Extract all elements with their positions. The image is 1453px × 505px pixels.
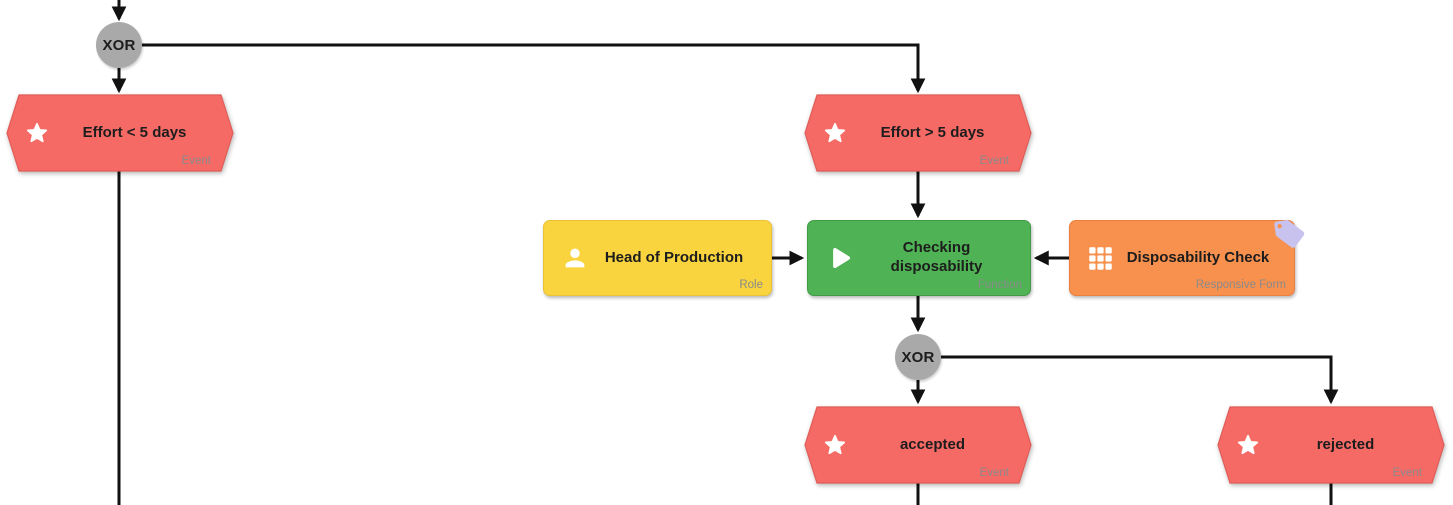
event-hexagon-shape: [805, 95, 1031, 171]
role-type-label: Role: [739, 279, 763, 291]
xor-connector-mid[interactable]: XOR: [895, 334, 941, 380]
role-head-of-production[interactable]: Head of Production Role: [543, 220, 772, 296]
xor-connector-top[interactable]: XOR: [96, 22, 142, 68]
event-accepted[interactable]: accepted Event: [805, 407, 1031, 483]
event-type-label: Event: [979, 467, 1009, 479]
event-rejected[interactable]: rejected Event: [1218, 407, 1444, 483]
star-icon: [824, 434, 846, 456]
event-effort-lt-5-days[interactable]: Effort < 5 days Event: [7, 95, 233, 171]
xor-label: XOR: [102, 36, 136, 54]
xor-label: XOR: [901, 348, 935, 366]
event-hexagon-shape: [805, 407, 1031, 483]
grid-apps-icon: [1087, 245, 1114, 272]
event-hexagon-shape: [1218, 407, 1444, 483]
event-label: rejected: [1316, 436, 1375, 453]
event-hexagon-shape: [7, 95, 233, 171]
event-type-label: Event: [1392, 467, 1422, 479]
function-label: Checking disposability: [890, 239, 983, 275]
event-effort-gt-5-days[interactable]: Effort > 5 days Event: [805, 95, 1031, 171]
event-label: Effort > 5 days: [880, 124, 985, 141]
star-icon: [26, 122, 48, 144]
star-icon: [1237, 434, 1259, 456]
event-type-label: Event: [181, 155, 211, 167]
function-checking-disposability[interactable]: Checking disposability Function: [807, 220, 1031, 296]
form-label: Disposability Check: [1126, 248, 1270, 266]
tag-icon[interactable]: [1271, 215, 1309, 253]
person-icon: [561, 244, 589, 272]
edge-xor-to-rejected: [941, 355, 1339, 405]
star-icon: [824, 122, 846, 144]
play-icon: [825, 243, 855, 273]
event-type-label: Event: [979, 155, 1009, 167]
edge-xor-to-effort-gt: [142, 43, 926, 94]
form-type-label: Responsive Form: [1195, 279, 1286, 291]
event-label: Effort < 5 days: [82, 124, 187, 141]
role-label: Head of Production: [604, 248, 744, 266]
function-type-label: Function: [977, 279, 1022, 291]
form-disposability-check[interactable]: Disposability Check Responsive Form: [1069, 220, 1305, 296]
event-label: accepted: [899, 436, 966, 453]
